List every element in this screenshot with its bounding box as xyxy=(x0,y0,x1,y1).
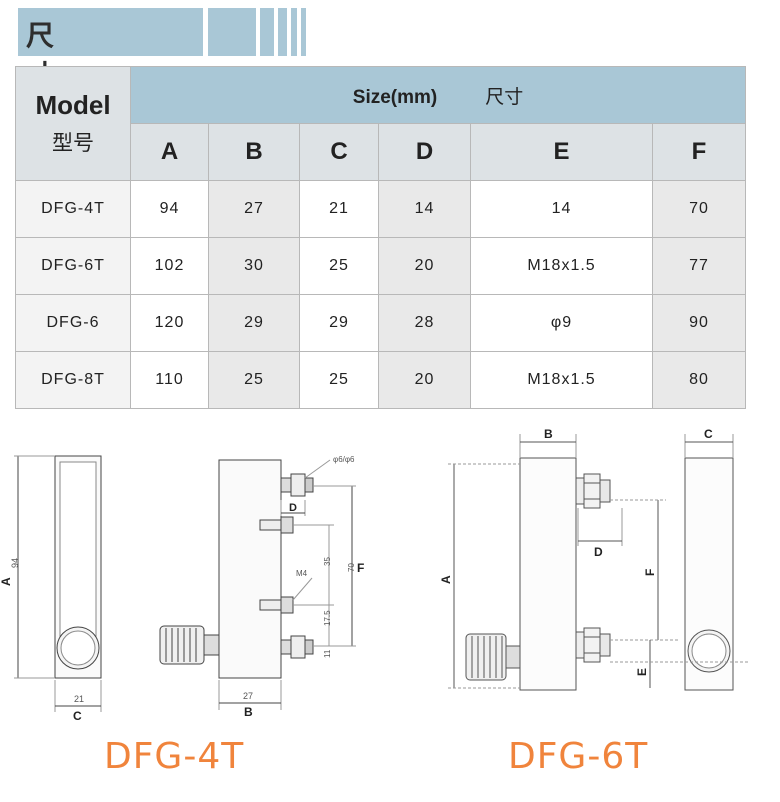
dim-label-d: D xyxy=(289,502,297,514)
header-size: Size(mm) 尺寸 xyxy=(129,66,747,124)
cell-e: 14 xyxy=(470,180,653,238)
dim-label-f: F xyxy=(643,569,657,576)
cell-f: 90 xyxy=(651,294,747,352)
dim-value-11: 11 xyxy=(323,649,332,658)
table-row: DFG-4T 94 27 21 14 14 70 xyxy=(15,180,747,238)
flowmeter-side-body xyxy=(519,457,577,691)
cell-a: 94 xyxy=(130,180,209,238)
flowmeter-tube xyxy=(59,461,97,643)
diagram-dfg-6t: A B C D F E xyxy=(439,427,750,691)
cell-c: 29 xyxy=(299,294,379,352)
column-header: C xyxy=(299,123,379,181)
spec-table: Model 型号 Size(mm) 尺寸 A B C D E F DFG-4T 9… xyxy=(15,66,747,409)
push-fitting xyxy=(290,473,306,497)
dim-value-b: 27 xyxy=(243,691,253,701)
dim-label-a: A xyxy=(439,575,453,584)
diagram-dfg-4t: A 94 21 C 27 B D F 70 φ6/φ6 M4 35 17.5 1… xyxy=(0,455,364,723)
valve-knob xyxy=(159,625,205,665)
cell-model: DFG-6T xyxy=(15,237,131,295)
dim-value-c: 21 xyxy=(74,694,84,704)
dim-label-b: B xyxy=(544,427,553,441)
cell-a: 110 xyxy=(130,351,209,409)
hex-nut xyxy=(583,473,601,509)
column-header: E xyxy=(470,123,653,181)
table-row: DFG-8T 110 25 25 20 M18x1.5 80 xyxy=(15,351,747,409)
column-header: D xyxy=(378,123,471,181)
cell-f: 77 xyxy=(651,237,747,295)
table-row: DFG-6T 102 30 25 20 M18x1.5 77 xyxy=(15,237,747,295)
dim-label-e: E xyxy=(635,668,649,676)
cell-b: 25 xyxy=(208,351,300,409)
cell-d: 14 xyxy=(378,180,471,238)
cell-a: 120 xyxy=(130,294,209,352)
cell-e: M18x1.5 xyxy=(470,237,653,295)
cell-f: 70 xyxy=(651,180,747,238)
cell-d: 20 xyxy=(378,237,471,295)
header-decor-bar xyxy=(301,8,306,56)
cell-b: 29 xyxy=(208,294,300,352)
mount-screw xyxy=(259,519,282,531)
cell-c: 21 xyxy=(299,180,379,238)
header-size-label-cn: 尺寸 xyxy=(485,85,524,108)
caption-dfg-4t: DFG-4T xyxy=(104,736,245,777)
fitting-spec-label: φ6/φ6 xyxy=(333,455,355,464)
header-model-label: Model xyxy=(35,90,111,120)
dim-label-d: D xyxy=(594,545,603,559)
header-decor-bar xyxy=(291,8,297,56)
cell-model: DFG-8T xyxy=(15,351,131,409)
column-header: B xyxy=(208,123,300,181)
cell-d: 20 xyxy=(378,351,471,409)
header-decor-bar xyxy=(260,8,274,56)
header-model: Model 型号 xyxy=(15,66,131,181)
column-header: A xyxy=(130,123,209,181)
hex-nut xyxy=(583,627,601,663)
fitting-inner-circle xyxy=(691,633,727,669)
cell-c: 25 xyxy=(299,237,379,295)
section-header-box xyxy=(18,8,203,56)
header-size-label: Size(mm) xyxy=(352,86,438,108)
caption-dfg-6t: DFG-6T xyxy=(508,736,649,777)
cell-model: DFG-4T xyxy=(15,180,131,238)
cell-a: 102 xyxy=(130,237,209,295)
header-decor-bar xyxy=(208,8,256,56)
header-model-label-cn: 型号 xyxy=(52,131,94,155)
cell-d: 28 xyxy=(378,294,471,352)
dim-value-35: 35 xyxy=(323,557,332,566)
dim-label-c: C xyxy=(73,709,82,723)
dim-value-a: 94 xyxy=(10,558,20,568)
header-decor-bar xyxy=(278,8,287,56)
cell-e: M18x1.5 xyxy=(470,351,653,409)
dim-label-a: A xyxy=(0,577,13,586)
flowmeter-side-body xyxy=(218,459,282,679)
mount-screw xyxy=(259,599,282,611)
fitting-inner-circle xyxy=(60,630,96,666)
cell-c: 25 xyxy=(299,351,379,409)
dim-label-b: B xyxy=(244,705,253,719)
cell-b: 30 xyxy=(208,237,300,295)
dim-value-f: 70 xyxy=(347,563,356,572)
dim-label-f: F xyxy=(357,561,364,575)
column-header: F xyxy=(651,123,747,181)
dim-value-175: 17.5 xyxy=(323,610,332,626)
table-row: DFG-6 120 29 29 28 φ9 90 xyxy=(15,294,747,352)
screw-spec-label: M4 xyxy=(296,569,308,578)
dim-label-c: C xyxy=(704,427,713,441)
push-fitting xyxy=(290,635,306,659)
cell-e: φ9 xyxy=(470,294,653,352)
cell-f: 80 xyxy=(651,351,747,409)
cell-model: DFG-6 xyxy=(15,294,131,352)
cell-b: 27 xyxy=(208,180,300,238)
